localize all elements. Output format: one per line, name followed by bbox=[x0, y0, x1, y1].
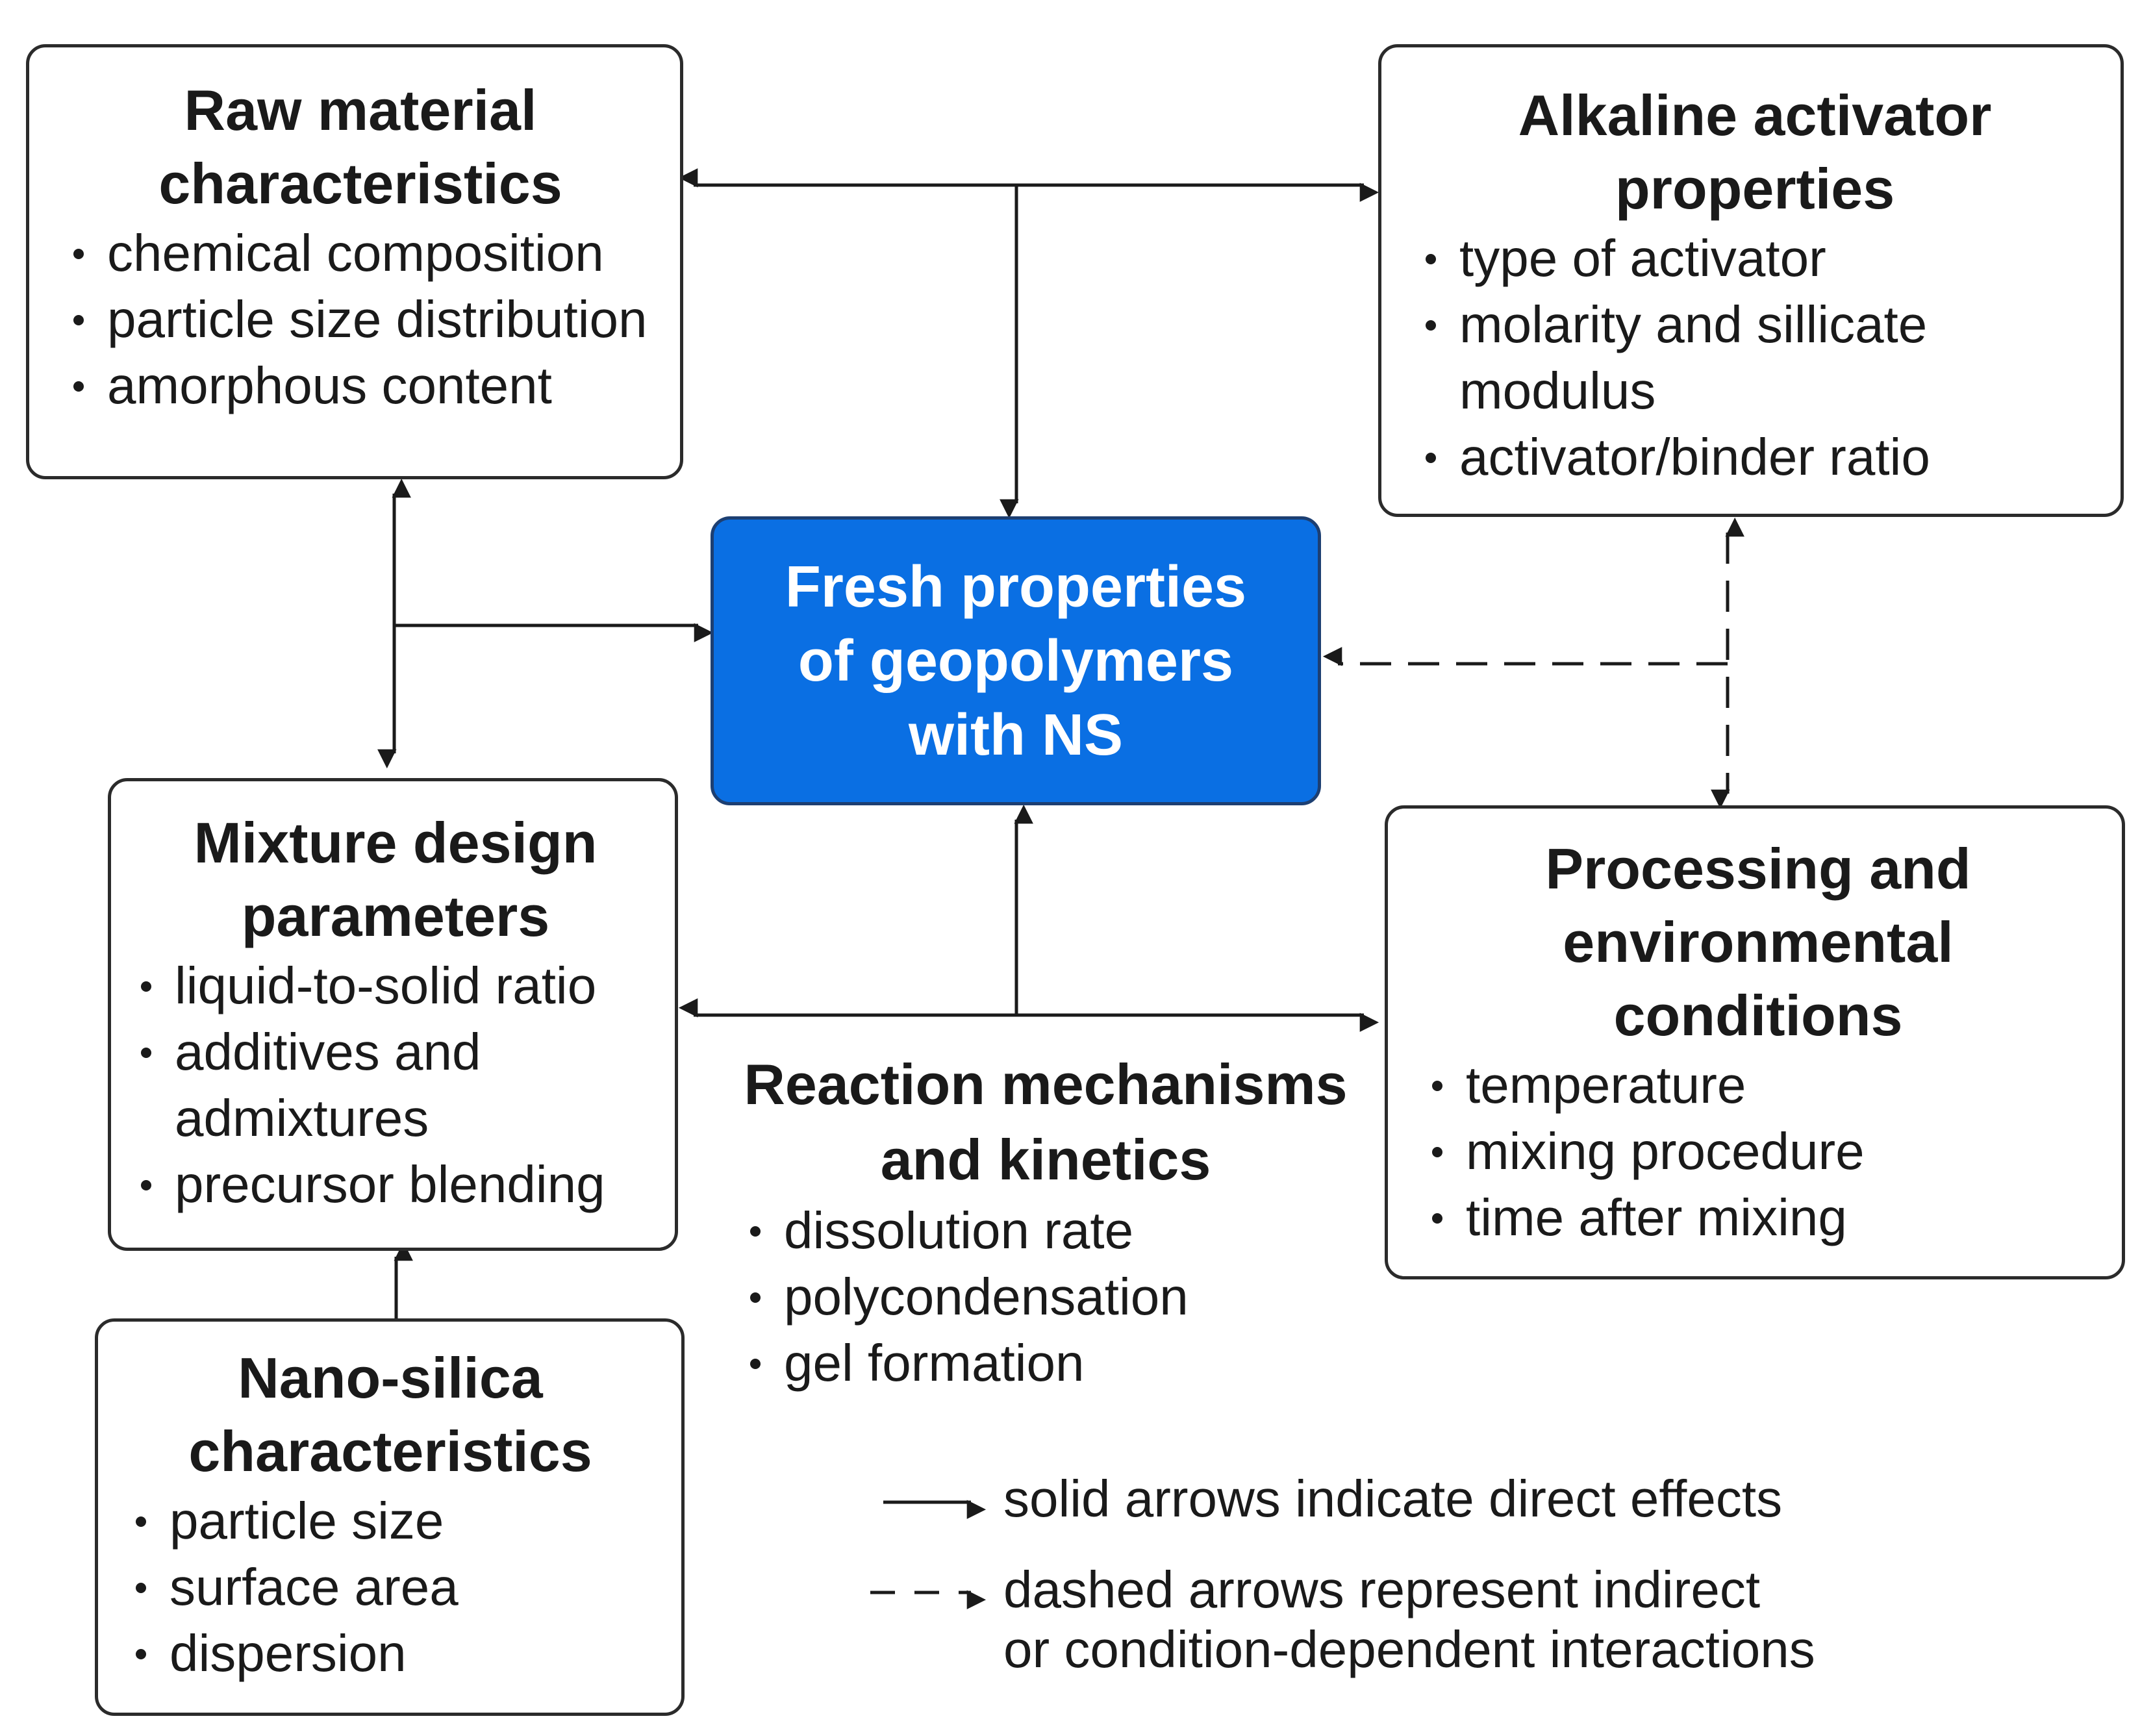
legend-solid-text: solid arrows indicate direct effects bbox=[1003, 1470, 1783, 1528]
list-item: type of activator bbox=[1420, 225, 2121, 292]
list-item: chemical composition bbox=[68, 220, 680, 286]
mixture-design-box: Mixture design parameters liquid-to-soli… bbox=[108, 778, 678, 1251]
list-item: surface area bbox=[131, 1554, 681, 1620]
list-item: particle size distribution bbox=[68, 286, 680, 353]
list-item: mixing procedure bbox=[1427, 1118, 2122, 1185]
alkaline-activator-title: Alkaline activator properties bbox=[1518, 83, 1992, 221]
list-item: time after mixing bbox=[1427, 1185, 2122, 1251]
list-item: precursor blending bbox=[136, 1151, 675, 1218]
nano-silica-list: particle size surface area dispersion bbox=[131, 1488, 681, 1687]
mixture-design-title: Mixture design parameters bbox=[194, 811, 598, 948]
list-item: molarity and sillicate modulus bbox=[1420, 292, 2121, 424]
fresh-properties-title: Fresh properties of geopolymers with NS bbox=[785, 554, 1247, 768]
mixture-design-list: liquid-to-solid ratio additives and admi… bbox=[136, 953, 675, 1218]
processing-conditions-title: Processing and environmental conditions bbox=[1545, 837, 1971, 1048]
reaction-mechanisms-group: Reaction mechanisms and kinetics dissolu… bbox=[718, 1047, 1380, 1396]
list-item: dispersion bbox=[131, 1620, 681, 1687]
list-item: additives and admixtures bbox=[136, 1019, 675, 1151]
list-item: amorphous content bbox=[68, 353, 680, 419]
reaction-mechanisms-title: Reaction mechanisms and kinetics bbox=[744, 1052, 1348, 1192]
list-item: dissolution rate bbox=[745, 1198, 1380, 1264]
list-item: activator/binder ratio bbox=[1420, 424, 2121, 490]
legend-dashed-text: dashed arrows represent indirect or cond… bbox=[1003, 1561, 1815, 1678]
processing-conditions-list: temperature mixing procedure time after … bbox=[1427, 1052, 2122, 1251]
list-item: temperature bbox=[1427, 1052, 2122, 1118]
nano-silica-box: Nano-silica characteristics particle siz… bbox=[95, 1318, 685, 1716]
raw-material-list: chemical composition particle size distr… bbox=[68, 220, 680, 419]
list-item: polycondensation bbox=[745, 1264, 1380, 1330]
list-item: particle size bbox=[131, 1488, 681, 1554]
raw-material-box: Raw material characteristics chemical co… bbox=[26, 44, 683, 479]
alkaline-activator-list: type of activator molarity and sillicate… bbox=[1420, 225, 2121, 490]
raw-material-title: Raw material characteristics bbox=[158, 78, 562, 216]
alkaline-activator-box: Alkaline activator properties type of ac… bbox=[1378, 44, 2124, 517]
fresh-properties-box: Fresh properties of geopolymers with NS bbox=[711, 516, 1321, 805]
list-item: liquid-to-solid ratio bbox=[136, 953, 675, 1019]
nano-silica-title: Nano-silica characteristics bbox=[188, 1346, 592, 1483]
processing-conditions-box: Processing and environmental conditions … bbox=[1385, 805, 2125, 1279]
list-item: gel formation bbox=[745, 1330, 1380, 1396]
reaction-mechanisms-list: dissolution rate polycondensation gel fo… bbox=[745, 1198, 1380, 1396]
